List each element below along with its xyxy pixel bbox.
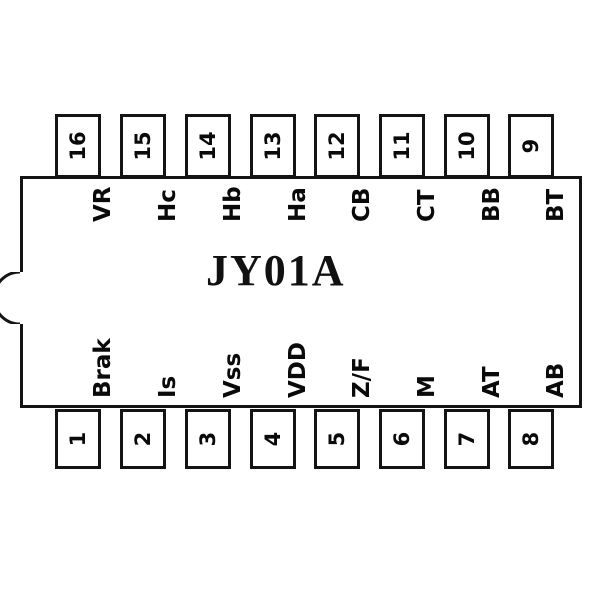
signal-label-brak: Brak [90,338,116,398]
signal-label-zf: Z/F [349,357,375,398]
pin-box-9: 9 [508,114,554,178]
pin-number-11: 11 [390,131,414,161]
pin-number-9: 9 [519,138,543,154]
signal-label-bt: BT [543,188,569,222]
pin-box-1: 1 [55,409,101,469]
pin-box-12: 12 [314,114,360,178]
pin-number-12: 12 [325,131,349,161]
signal-label-hb: Hb [220,186,246,222]
pin-box-8: 8 [508,409,554,469]
pin-box-16: 16 [55,114,101,178]
pin-box-4: 4 [250,409,296,469]
pin-number-6: 6 [390,431,414,447]
signal-label-ab: AB [543,362,569,398]
signal-label-hc: Hc [155,189,181,222]
pin-number-16: 16 [66,131,90,161]
pin-number-13: 13 [261,131,285,161]
part-number: JY01A [206,246,346,295]
signal-label-m: M [414,375,440,398]
pin-box-13: 13 [250,114,296,178]
signal-label-vdd: VDD [285,342,311,398]
pin-number-1: 1 [66,431,90,447]
ic-body [20,176,582,408]
pin-box-14: 14 [185,114,231,178]
pin-box-6: 6 [379,409,425,469]
pin-number-10: 10 [455,131,479,161]
signal-label-bb: BB [479,186,505,222]
signal-label-is: Is [155,375,181,398]
pin-one-notch-icon [0,272,34,324]
pin-box-10: 10 [444,114,490,178]
pin-number-14: 14 [196,131,220,161]
pin-number-3: 3 [196,431,220,447]
signal-label-vr: VR [90,186,116,222]
pin-number-7: 7 [455,431,479,447]
signal-label-ha: Ha [285,187,311,222]
pin-box-11: 11 [379,114,425,178]
signal-label-vss: Vss [220,352,246,398]
pin-number-5: 5 [325,431,349,447]
pin-number-2: 2 [131,431,155,447]
pin-box-3: 3 [185,409,231,469]
pin-box-7: 7 [444,409,490,469]
signal-label-ct: CT [414,189,440,222]
pin-box-2: 2 [120,409,166,469]
signal-label-cb: CB [349,187,375,222]
pin-number-8: 8 [519,431,543,447]
pin-box-15: 15 [120,114,166,178]
pin-number-15: 15 [131,131,155,161]
pin-box-5: 5 [314,409,360,469]
pin-number-4: 4 [261,431,285,447]
signal-label-at: AT [479,366,505,398]
